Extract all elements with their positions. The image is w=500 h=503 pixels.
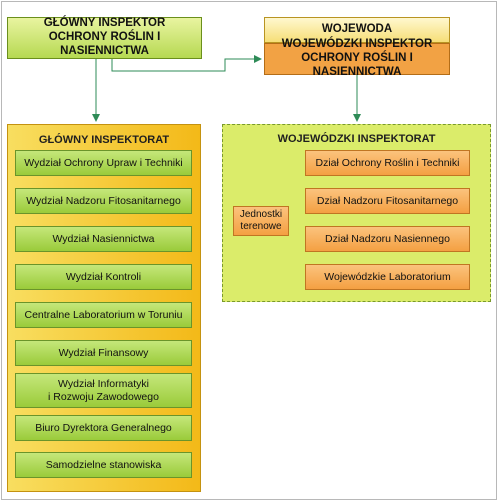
wojewoda-box: WOJEWODA [264,17,450,43]
wojewodzki-inspektor-label: WOJEWÓDZKI INSPEKTOR OCHRONY ROŚLIN I NA… [281,38,433,78]
glowny-inspektor-label: GŁÓWNY INSPEKTOR OCHRONY ROŚLIN I NASIEN… [43,17,166,57]
left-item-3: Wydział Nasiennictwa [15,226,192,252]
left-item-1: Wydział Ochrony Upraw i Techniki [15,150,192,176]
wojewodzki-inspektorat-title: WOJEWÓDZKI INSPEKTORAT [277,133,436,145]
left-item-4: Wydział Kontroli [15,264,192,290]
left-item-label: Samodzielne stanowiska [45,458,162,471]
right-item-label: Dział Ochrony Roślin i Techniki [315,156,460,169]
left-item-label: Wydział Finansowy [58,346,149,359]
left-item-label: Wydział Kontroli [65,270,142,283]
left-item-label: Wydział Informatyki i Rozwoju Zawodowego [48,377,159,403]
left-item-label: Wydział Nasiennictwa [52,232,155,245]
left-item-8: Biuro Dyrektora Generalnego [15,415,192,441]
right-item-label: Dział Nadzoru Fitosanitarnego [316,194,459,207]
glowny-inspektorat-title: GŁÓWNY INSPEKTORAT [38,134,170,146]
right-item-4: Wojewódzkie Laboratorium [305,264,470,290]
left-item-5: Centralne Laboratorium w Toruniu [15,302,192,328]
jednostki-terenowe-box: Jednostki terenowe [233,206,289,236]
left-item-9: Samodzielne stanowiska [15,452,192,478]
right-item-2: Dział Nadzoru Fitosanitarnego [305,188,470,214]
left-item-label: Centralne Laboratorium w Toruniu [24,308,183,321]
jednostki-terenowe-label: Jednostki terenowe [239,209,283,232]
right-item-label: Wojewódzkie Laboratorium [324,270,451,283]
wojewoda-label: WOJEWODA [321,23,393,36]
left-item-label: Wydział Nadzoru Fitosanitarnego [26,194,181,207]
right-item-label: Dział Nadzoru Nasiennego [325,232,450,245]
right-item-1: Dział Ochrony Roślin i Techniki [305,150,470,176]
left-item-7: Wydział Informatyki i Rozwoju Zawodowego [15,373,192,408]
left-item-2: Wydział Nadzoru Fitosanitarnego [15,188,192,214]
glowny-inspektor-box: GŁÓWNY INSPEKTOR OCHRONY ROŚLIN I NASIEN… [7,17,202,59]
wojewodzki-inspektor-box: WOJEWÓDZKI INSPEKTOR OCHRONY ROŚLIN I NA… [264,38,450,78]
left-item-label: Biuro Dyrektora Generalnego [35,421,172,434]
right-item-3: Dział Nadzoru Nasiennego [305,226,470,252]
left-item-6: Wydział Finansowy [15,340,192,366]
left-item-label: Wydział Ochrony Upraw i Techniki [24,156,183,169]
